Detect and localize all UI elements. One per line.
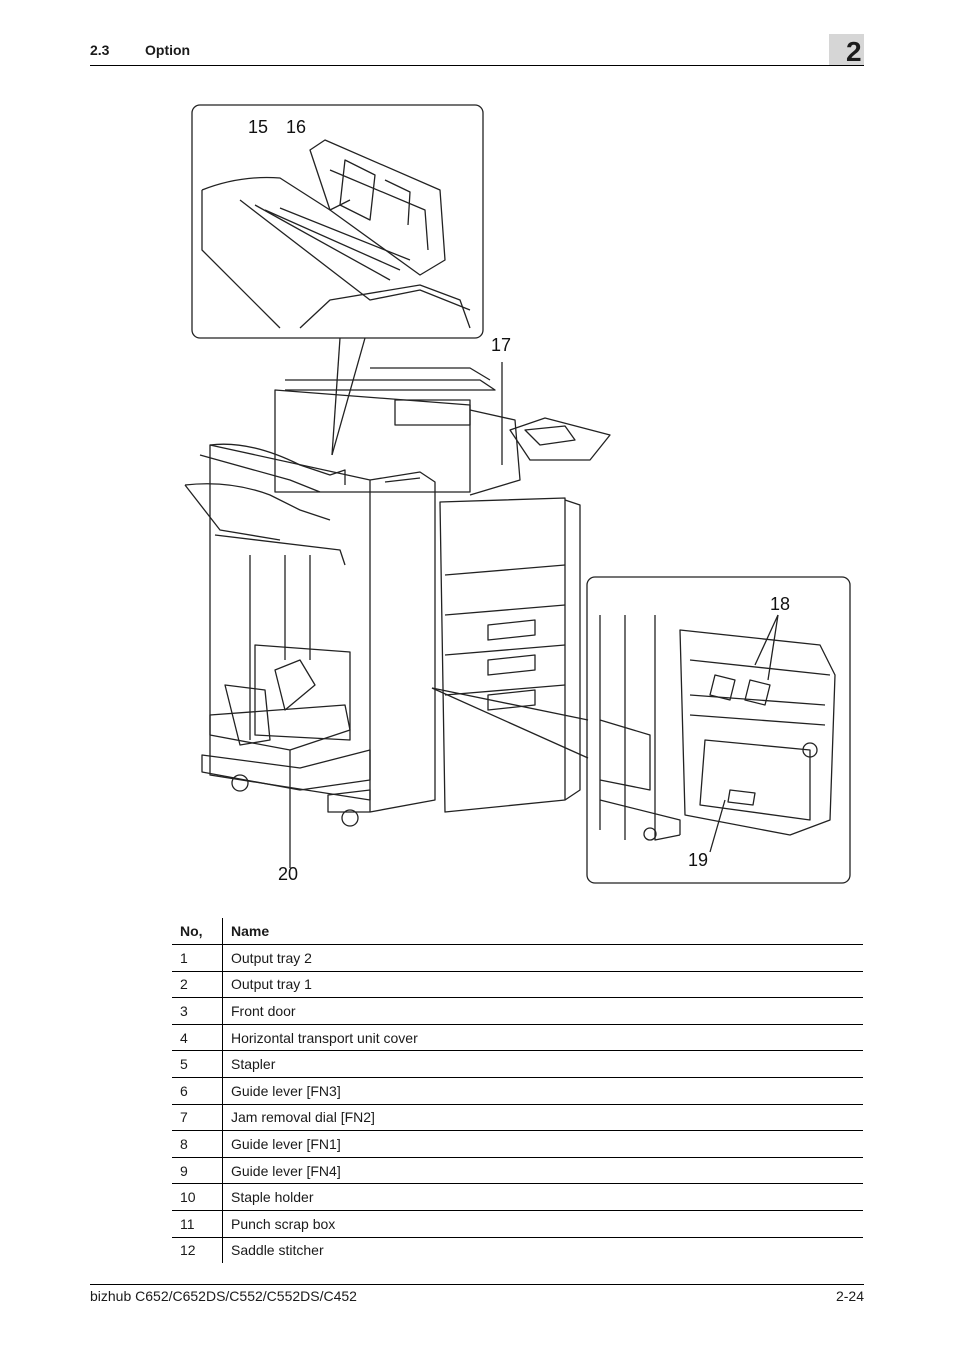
callout-18: 18 bbox=[770, 594, 791, 614]
scanner-lid bbox=[274, 389, 471, 493]
row-name: Horizontal transport unit cover bbox=[222, 1024, 863, 1052]
row-number: 3 bbox=[172, 997, 223, 1025]
row-number: 12 bbox=[172, 1237, 223, 1264]
row-name: Jam removal dial [FN2] bbox=[222, 1104, 863, 1132]
inset-open-cover bbox=[309, 139, 446, 276]
inset-top-frame bbox=[191, 104, 484, 339]
table-header-row: No, Name bbox=[172, 918, 863, 945]
callout-16: 16 bbox=[286, 117, 307, 137]
row-name: Stapler bbox=[222, 1050, 863, 1078]
callout-20: 20 bbox=[278, 864, 299, 884]
inset-bottom-frame bbox=[586, 576, 851, 884]
callout-15: 15 bbox=[248, 117, 269, 137]
table-row: 12 Saddle stitcher bbox=[172, 1237, 863, 1264]
row-number: 4 bbox=[172, 1024, 223, 1052]
row-name: Staple holder bbox=[222, 1183, 863, 1211]
column-header-no: No, bbox=[172, 918, 223, 945]
main-unit-front bbox=[439, 497, 566, 813]
base-plate bbox=[201, 749, 371, 791]
footer-page-number: 2-24 bbox=[835, 1288, 864, 1304]
footer-product: bizhub C652/C652DS/C552/C552DS/C452 bbox=[90, 1288, 357, 1304]
row-number: 7 bbox=[172, 1104, 223, 1132]
row-number: 5 bbox=[172, 1050, 223, 1078]
row-number: 10 bbox=[172, 1183, 223, 1211]
chapter-tab bbox=[829, 34, 864, 65]
finisher-illustration: 15 16 17 18 19 20 bbox=[170, 100, 860, 890]
finisher-drawing bbox=[184, 104, 851, 884]
inset-finisher-open bbox=[679, 629, 836, 836]
row-name: Output tray 2 bbox=[222, 944, 863, 972]
row-number: 1 bbox=[172, 944, 223, 972]
callout-17: 17 bbox=[491, 335, 512, 355]
section-title: Option bbox=[145, 42, 191, 58]
saddle-tray bbox=[224, 684, 271, 746]
row-name: Guide lever [FN3] bbox=[222, 1077, 863, 1105]
row-name: Guide lever [FN4] bbox=[222, 1157, 863, 1185]
row-name: Front door bbox=[222, 997, 863, 1025]
chapter-number: 2 bbox=[846, 36, 862, 67]
finisher-front-door bbox=[369, 471, 436, 813]
row-name: Output tray 1 bbox=[222, 971, 863, 999]
header-rule bbox=[90, 65, 864, 66]
row-name: Saddle stitcher bbox=[231, 1242, 324, 1259]
control-panel bbox=[509, 417, 611, 461]
row-number: 8 bbox=[172, 1130, 223, 1158]
callout-19: 19 bbox=[688, 850, 709, 870]
finisher-body bbox=[209, 444, 371, 801]
output-tray-2-sketch bbox=[209, 443, 346, 485]
row-number: 11 bbox=[172, 1210, 223, 1238]
footer-rule bbox=[90, 1284, 864, 1285]
row-name: Guide lever [FN1] bbox=[222, 1130, 863, 1158]
section-number: 2.3 bbox=[90, 42, 110, 58]
row-number: 9 bbox=[172, 1157, 223, 1185]
column-header-name: Name bbox=[222, 918, 863, 945]
row-number: 6 bbox=[172, 1077, 223, 1105]
row-number: 2 bbox=[172, 971, 223, 999]
row-name: Punch scrap box bbox=[222, 1210, 863, 1238]
output-tray-1-sketch bbox=[184, 483, 331, 521]
